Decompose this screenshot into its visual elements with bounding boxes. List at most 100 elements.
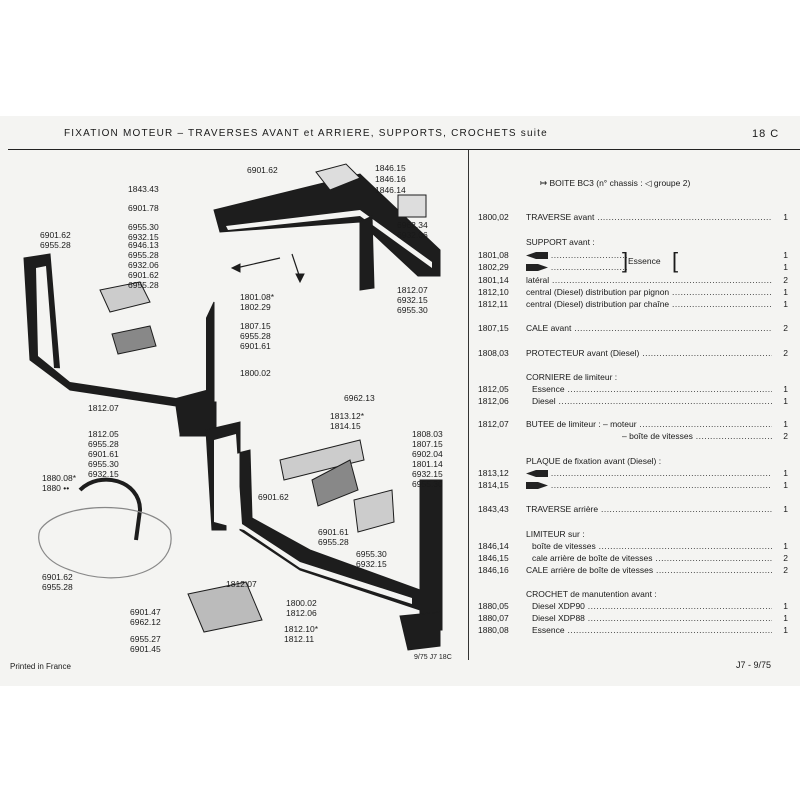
part-desc: Diesel XDP90: [532, 601, 772, 611]
part-desc: BUTEE de limiteur : – moteur: [526, 419, 772, 429]
part-desc: Essence: [532, 625, 772, 635]
callout-6955-30-c: 6955.30: [88, 459, 119, 469]
part-desc: Diesel XDP88: [532, 613, 772, 623]
callout-1880: 1880 ••: [42, 483, 70, 493]
list-item: 1814,15 1: [478, 480, 788, 490]
left-variant-icon: [526, 470, 548, 478]
callout-6901-62-b: 6901.62: [40, 230, 71, 240]
part-desc: latéral: [526, 275, 772, 285]
lifting-hook: [78, 477, 143, 541]
part-qty: 1: [783, 299, 788, 309]
list-item: 1812,06Diesel1: [478, 396, 788, 406]
part-qty: 1: [783, 613, 788, 623]
part-code: 1812,11: [478, 299, 509, 309]
list-item: 1800,02 TRAVERSE avant 1: [478, 212, 788, 222]
part-qty: 1: [783, 601, 788, 611]
protector: [311, 459, 359, 507]
section-plaque: PLAQUE de fixation avant (Diesel) :: [526, 456, 662, 466]
list-item: 1801,08 1: [478, 250, 788, 260]
part-qty: 2: [783, 565, 788, 575]
part-code: 1802,29: [478, 262, 509, 272]
gearbox-mount: [315, 163, 361, 191]
section-limiteur: LIMITEUR sur :: [526, 529, 585, 539]
part-code: 1812,07: [478, 419, 509, 429]
callout-1846-15: 1846.15: [375, 163, 406, 173]
part-qty: 1: [783, 504, 788, 514]
callout-1812-07-a: 1812.07: [397, 285, 428, 295]
callout-1802-29: 1802.29: [240, 302, 271, 312]
list-item: 1813,121: [478, 468, 788, 478]
part-desc: – boîte de vitesses: [622, 431, 772, 441]
list-item: 1880,07 Diesel XDP88 1: [478, 613, 788, 623]
right-variant-icon: [526, 482, 548, 490]
part-qty: 1: [783, 541, 788, 551]
part-desc: CALE avant: [526, 323, 772, 333]
arrow-icon: ↦: [540, 178, 550, 188]
part-desc: Diesel: [532, 396, 772, 406]
essence-label: Essence: [628, 256, 661, 266]
part-qty: 1: [783, 396, 788, 406]
right-variant-icon: [526, 264, 548, 272]
part-qty: 1: [783, 480, 788, 490]
front-support-bracket: [99, 281, 151, 313]
part-qty: 1: [783, 212, 788, 222]
part-code: 1846,14: [478, 541, 509, 551]
part-qty: 2: [783, 323, 788, 333]
diagram-drawing: [23, 163, 443, 651]
callout-6962-13: 6962.13: [344, 393, 375, 403]
part-code: 1812,05: [478, 384, 509, 394]
callout-6932-15-b: 6932.15: [397, 295, 428, 305]
part-desc: [526, 468, 772, 478]
part-code: 1807,15: [478, 323, 509, 333]
part-qty: 1: [783, 468, 788, 478]
callout-6955-30-b: 6955.30: [397, 305, 428, 315]
part-desc: Essence: [532, 384, 772, 394]
part-desc: TRAVERSE avant: [526, 212, 772, 222]
callout-1843-43: 1843.43: [128, 184, 159, 194]
callout-1801-14: 1801.14: [412, 459, 443, 469]
part-code: 1846,15: [478, 553, 509, 563]
callout-6901-62-d: 6901.62: [258, 492, 289, 502]
page-reference: 18 C: [752, 128, 780, 140]
page-number: J7 - 9/75: [736, 660, 772, 670]
part-code: 1814,15: [478, 480, 509, 490]
callout-6932-06-b: 6932.06: [128, 260, 159, 270]
part-code: 1801,08: [478, 250, 509, 260]
part-code: 1800,02: [478, 212, 509, 222]
left-variant-icon: [526, 252, 548, 260]
callout-6901-62-c: 6901.62: [128, 270, 159, 280]
part-desc: CALE arrière de boîte de vitesses: [526, 565, 772, 575]
callout-1807-15-a: 1807.15: [240, 321, 271, 331]
part-qty: 2: [783, 275, 788, 285]
bracket-left: ]: [622, 248, 629, 273]
diagram-reference: 9/75 J7 18C: [414, 654, 452, 661]
part-code: 1812,10: [478, 287, 509, 297]
callout-6901-61-c: 6901.61: [318, 527, 349, 537]
callout-6955-28-e: 6955.28: [88, 439, 119, 449]
part-qty: 1: [783, 419, 788, 429]
part-qty: 2: [783, 348, 788, 358]
list-header: ↦ BOITE BC3 (n° chassis : ◁ groupe 2): [540, 178, 690, 189]
section-support: SUPPORT avant :: [526, 237, 595, 247]
part-code: 1808,03: [478, 348, 509, 358]
part-desc: boîte de vitesses: [532, 541, 772, 551]
part-qty: 1: [783, 250, 788, 260]
callout-6955-28-a: 6955.28: [40, 240, 71, 250]
callout-1800-02-b: 1800.02: [286, 598, 317, 608]
callout-1812-07-c: 1812.07: [226, 579, 257, 589]
part-desc: [526, 262, 628, 272]
list-item: 1812,07 BUTEE de limiteur : – moteur 1: [478, 419, 788, 429]
callout-6901-61-b: 6901.61: [88, 449, 119, 459]
plate-support: [279, 439, 365, 481]
rear-bracket: [397, 194, 427, 218]
header-divider: [8, 149, 800, 150]
part-code: 1880,07: [478, 613, 509, 623]
callout-6932-15-a: 6932.15: [128, 232, 159, 242]
callout-6962-12: 6962.12: [130, 617, 161, 627]
callout-6955-28-f: 6955.28: [318, 537, 349, 547]
